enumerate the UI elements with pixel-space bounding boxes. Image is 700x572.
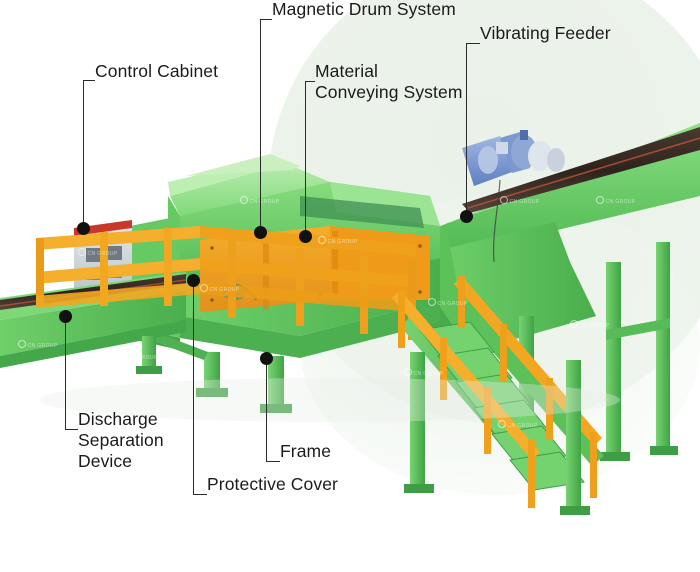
leader-line-discharge-separation-device xyxy=(65,316,67,429)
leader-line-magnetic-drum-system xyxy=(260,19,262,232)
callout-label-protective-cover: Protective Cover xyxy=(207,474,338,494)
leader-line-protective-cover xyxy=(193,280,195,494)
leader-line-vibrating-feeder xyxy=(466,43,468,216)
callout-label-magnetic-drum-system: Magnetic Drum System xyxy=(272,0,456,19)
leader-elbow-control-cabinet xyxy=(83,80,95,82)
leader-elbow-vibrating-feeder xyxy=(466,43,480,45)
leader-dot-frame xyxy=(259,351,273,365)
leader-dot-magnetic-drum-system xyxy=(253,225,267,239)
callout-label-vibrating-feeder: Vibrating Feeder xyxy=(480,23,611,43)
leader-elbow-discharge-separation-device xyxy=(65,429,78,431)
leader-elbow-material-conveying-system xyxy=(305,81,315,83)
leader-dot-discharge-separation-device xyxy=(58,309,72,323)
leader-dot-protective-cover xyxy=(186,273,200,287)
callout-label-discharge-separation-device: Discharge Separation Device xyxy=(78,409,164,471)
leader-line-material-conveying-system xyxy=(305,81,307,236)
leader-elbow-protective-cover xyxy=(193,494,207,496)
leader-dot-material-conveying-system xyxy=(298,229,312,243)
callout-label-frame: Frame xyxy=(280,441,332,461)
leader-line-frame xyxy=(266,358,268,461)
leader-line-control-cabinet xyxy=(83,80,85,228)
feeder-drive-motors xyxy=(462,130,565,186)
leader-elbow-frame xyxy=(266,461,280,463)
callout-label-material-conveying-system: Material Conveying System xyxy=(315,61,463,102)
callout-label-control-cabinet: Control Cabinet xyxy=(95,61,219,81)
leader-elbow-magnetic-drum-system xyxy=(260,19,272,21)
leader-dot-control-cabinet xyxy=(76,221,90,235)
leader-dot-vibrating-feeder xyxy=(459,209,473,223)
staircase xyxy=(392,276,604,515)
